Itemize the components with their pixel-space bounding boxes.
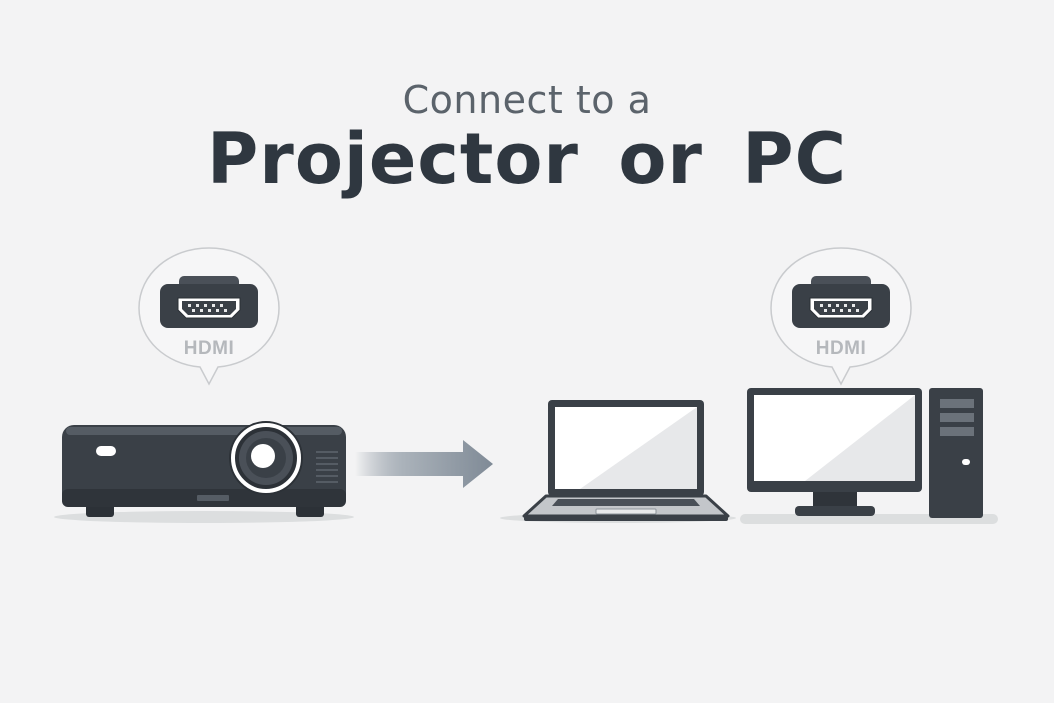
arrow xyxy=(355,438,495,492)
monitor-icon xyxy=(747,388,922,516)
laptop-icon xyxy=(500,400,736,523)
pc-tower-icon xyxy=(929,388,983,518)
hdmi-label: HDMI xyxy=(815,338,867,359)
hdmi-label: HDMI xyxy=(183,338,235,359)
desktop-monitor xyxy=(745,386,925,520)
arrow-right-icon xyxy=(355,440,493,488)
hdmi-port-icon xyxy=(792,276,890,328)
page-title: Projector or PC xyxy=(207,118,847,200)
projector-icon xyxy=(54,421,354,523)
hdmi-port-icon xyxy=(160,276,258,328)
pc-tower xyxy=(926,387,1006,527)
projector xyxy=(52,415,357,527)
hdmi-callout-projector: HDMI xyxy=(136,246,282,386)
hdmi-callout-desktop: HDMI xyxy=(768,246,914,386)
page-title-subtitle: Connect to a xyxy=(402,78,652,122)
laptop xyxy=(500,398,740,524)
